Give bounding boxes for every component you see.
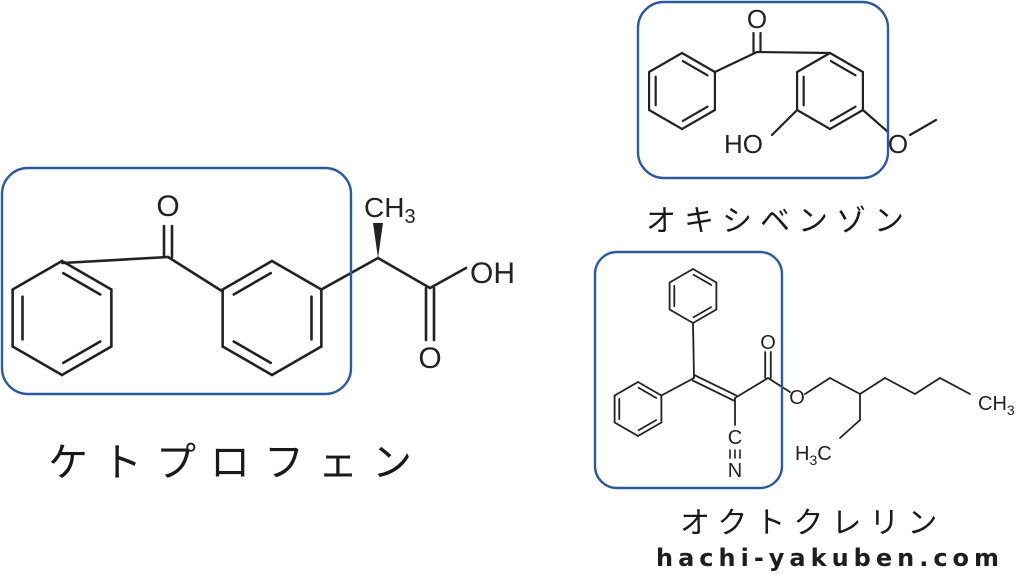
bond-line-54 bbox=[668, 308, 694, 324]
ketoprofen-acid-oxygen-label: O bbox=[418, 342, 441, 375]
octocrylene-carbonyl-oxygen-label: O bbox=[760, 332, 776, 354]
bond-line-67 bbox=[637, 381, 663, 397]
oxybenzone-name: オキシベンゾン bbox=[646, 204, 912, 239]
bond-line-49 bbox=[770, 108, 799, 137]
bond-line-37 bbox=[829, 105, 857, 123]
oxybenzone-ether-oxygen-label: O bbox=[888, 129, 908, 159]
bond-line-1 bbox=[61, 340, 102, 365]
bond-line-11 bbox=[232, 340, 273, 365]
bond-line-18 bbox=[61, 255, 170, 265]
bond-line-27 bbox=[680, 108, 717, 131]
bond-line-15 bbox=[270, 259, 323, 291]
bond-line-57 bbox=[668, 268, 694, 284]
bond-line-70 bbox=[692, 322, 695, 379]
bond-line-22 bbox=[320, 256, 380, 291]
ketoprofen-name: ケトプロフェン bbox=[48, 440, 426, 486]
bond-line-87 bbox=[939, 377, 971, 395]
octocrylene-ethyl-methyl-label: H3C bbox=[795, 443, 832, 468]
bond-line-45 bbox=[713, 50, 759, 74]
bond-line-72 bbox=[691, 379, 735, 402]
bond-line-58 bbox=[692, 268, 718, 284]
ketoprofen-hydroxyl-label: OH bbox=[470, 257, 515, 290]
bond-line-14 bbox=[232, 271, 273, 296]
bond-line-74 bbox=[734, 377, 769, 399]
bond-line-23 bbox=[376, 256, 432, 290]
bond-line-84 bbox=[859, 377, 886, 395]
bond-line-89 bbox=[839, 419, 861, 439]
bond-line-68 bbox=[637, 386, 658, 399]
bond-line-41 bbox=[795, 51, 832, 74]
bond-line-71 bbox=[660, 377, 695, 397]
bond-line-32 bbox=[647, 51, 684, 74]
bond-line-43 bbox=[829, 59, 857, 77]
bond-line-34 bbox=[681, 59, 709, 77]
bond-line-61 bbox=[637, 421, 663, 437]
ketoprofen-methyl-label: CH3 bbox=[364, 192, 416, 228]
bond-line-0 bbox=[60, 345, 113, 377]
octocrylene-nitrile-nitrogen-label: N bbox=[728, 460, 742, 482]
bond-line-6 bbox=[60, 259, 113, 291]
ketoprofen-stereo-wedge bbox=[373, 223, 383, 258]
bond-line-52 bbox=[692, 308, 718, 324]
bond-line-59 bbox=[692, 273, 713, 286]
bond-line-24 bbox=[428, 266, 468, 290]
bond-line-83 bbox=[829, 377, 861, 395]
bond-line-7 bbox=[61, 271, 102, 296]
bond-line-62 bbox=[637, 419, 658, 432]
bond-line-51 bbox=[908, 118, 938, 137]
bond-line-2 bbox=[11, 345, 64, 377]
bond-line-13 bbox=[221, 259, 274, 291]
bond-lines bbox=[11, 31, 971, 459]
bond-line-5 bbox=[11, 259, 64, 291]
bond-line-85 bbox=[884, 377, 916, 395]
octocrylene-highlight-box bbox=[593, 250, 784, 490]
bond-line-9 bbox=[270, 345, 323, 377]
bond-line-73 bbox=[694, 374, 738, 397]
bond-line-19 bbox=[166, 255, 224, 293]
ketoprofen-ketone-oxygen-label: O bbox=[156, 190, 179, 223]
bond-line-36 bbox=[828, 108, 865, 131]
octocrylene-nitrile-carbon-label: C bbox=[728, 427, 742, 449]
octocrylene-ester-oxygen-label: O bbox=[789, 387, 805, 409]
bond-line-66 bbox=[613, 381, 639, 397]
bond-line-42 bbox=[828, 51, 865, 74]
oxybenzone-ketone-oxygen-label: O bbox=[747, 4, 767, 34]
bond-line-77 bbox=[767, 377, 791, 393]
ketoprofen-highlight-box bbox=[0, 166, 353, 396]
oxybenzone-hydroxyl-label: HO bbox=[724, 129, 763, 159]
bond-line-10 bbox=[221, 345, 274, 377]
bond-line-86 bbox=[914, 377, 941, 395]
bond-line-46 bbox=[755, 50, 832, 55]
octocrylene-methyl-label: CH3 bbox=[978, 393, 1015, 418]
octocrylene-name: オクトクレリン bbox=[680, 506, 946, 541]
bond-line-28 bbox=[681, 105, 709, 123]
bond-line-38 bbox=[795, 108, 832, 131]
bond-line-82 bbox=[804, 377, 831, 395]
oxybenzone-highlight-box bbox=[636, 0, 890, 180]
bond-line-63 bbox=[613, 421, 639, 437]
bond-line-53 bbox=[692, 306, 713, 319]
bond-line-29 bbox=[647, 108, 684, 131]
bond-line-33 bbox=[680, 51, 717, 74]
site-url: hachi-yakuben.com bbox=[656, 544, 1005, 572]
bond-line-50 bbox=[861, 108, 890, 134]
